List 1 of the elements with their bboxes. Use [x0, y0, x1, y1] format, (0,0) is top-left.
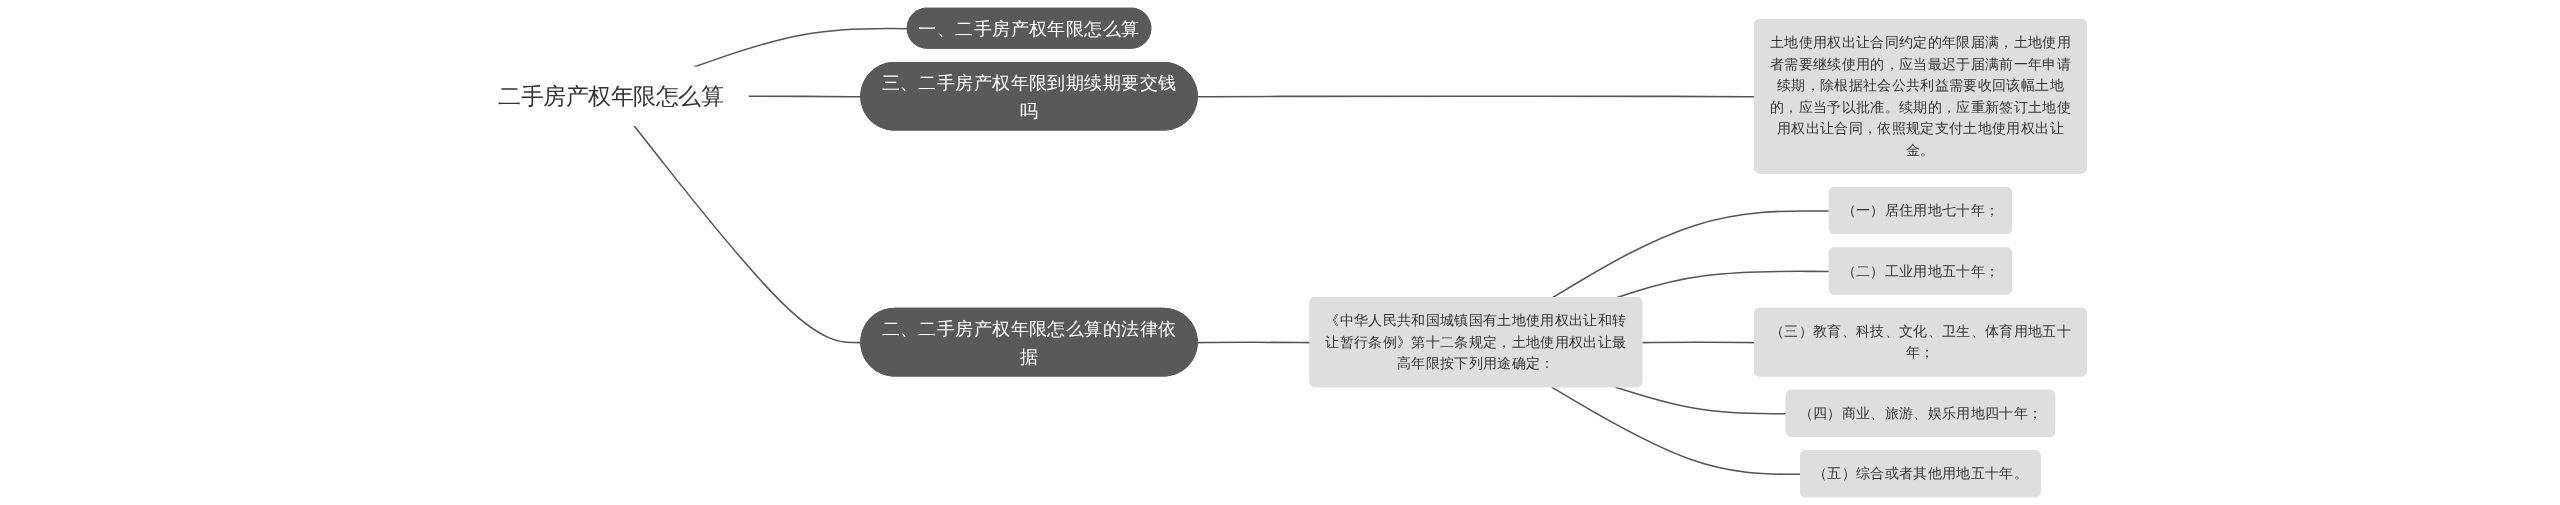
node-text: 二手房产权年限怎么算 — [498, 83, 724, 110]
